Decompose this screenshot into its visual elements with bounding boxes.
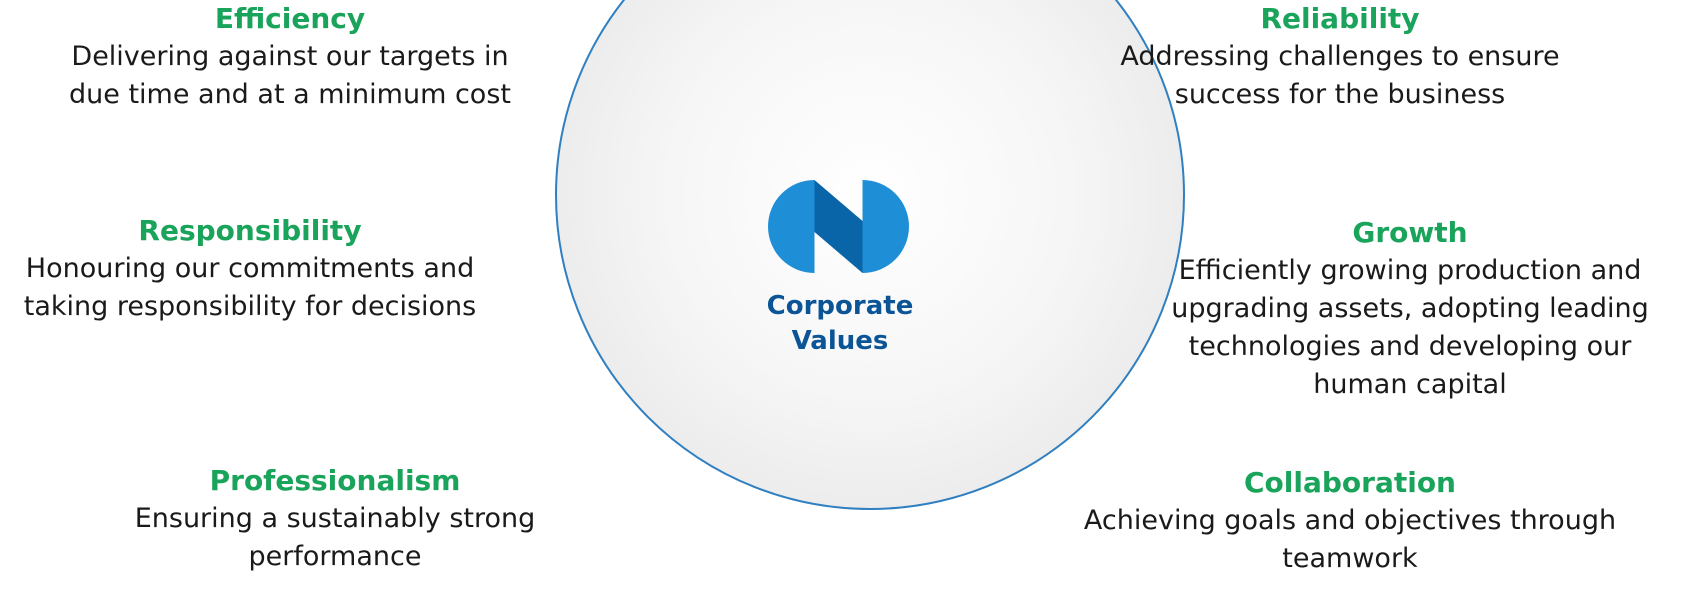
value-title: Professionalism <box>209 464 461 497</box>
logo-left-half <box>768 180 815 273</box>
value-description-line: performance <box>248 541 422 572</box>
center-label-line1: Corporate <box>766 291 914 321</box>
value-title: Efficiency <box>214 2 366 35</box>
center-label-line2: Values <box>791 326 889 356</box>
value-title: Reliability <box>1260 2 1420 35</box>
value-professionalism: Professionalism Ensuring a sustainably s… <box>80 462 590 576</box>
value-description-line: Achieving goals and objectives through <box>1083 505 1617 536</box>
value-description-line: taking responsibility for decisions <box>23 291 477 322</box>
value-description-line: human capital <box>1313 369 1507 400</box>
value-title: Growth <box>1352 216 1468 249</box>
value-description-line: Honouring our commitments and <box>25 253 475 284</box>
value-description-line: Addressing challenges to ensure <box>1120 41 1560 72</box>
value-growth: Growth Efficiently growing production an… <box>1140 214 1680 404</box>
value-description-line: technologies and developing our <box>1188 331 1632 362</box>
logo-right-half <box>862 180 909 273</box>
value-efficiency: Efficiency Delivering against our target… <box>30 0 550 114</box>
value-reliability: Reliability Addressing challenges to ens… <box>1090 0 1590 114</box>
value-description-line: Ensuring a sustainably strong <box>134 503 536 534</box>
value-description-line: Efficiently growing production and <box>1178 255 1642 286</box>
company-logo-icon <box>768 180 909 273</box>
value-description-line: due time and at a minimum cost <box>69 79 511 110</box>
value-description-line: Delivering against our targets in <box>71 41 509 72</box>
value-description-line: success for the business <box>1174 79 1506 110</box>
logo-diagonal <box>814 180 863 273</box>
value-description-line: teamwork <box>1282 543 1418 574</box>
value-responsibility: Responsibility Honouring our commitments… <box>0 212 500 326</box>
value-title: Collaboration <box>1243 466 1456 499</box>
value-title: Responsibility <box>138 214 362 247</box>
value-description-line: upgrading assets, adopting leading <box>1171 293 1649 324</box>
value-collaboration: Collaboration Achieving goals and object… <box>1050 464 1650 578</box>
